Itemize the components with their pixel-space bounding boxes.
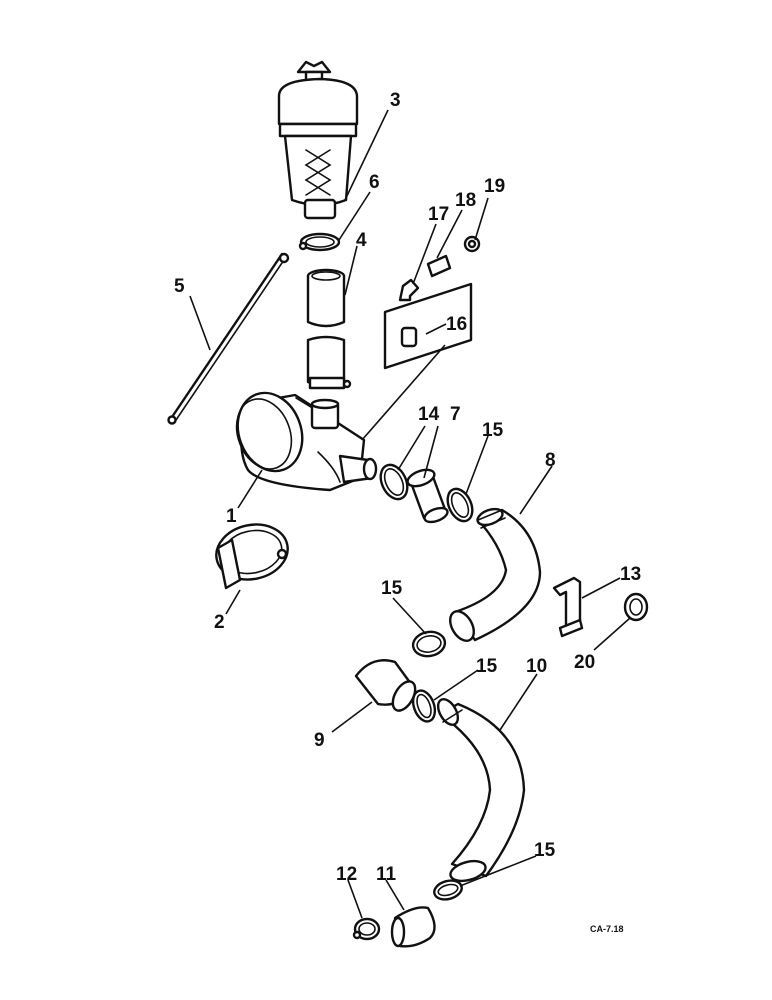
part-6-clamp bbox=[298, 232, 341, 252]
part-3-precleaner bbox=[277, 60, 359, 220]
part-9-short-elbow bbox=[354, 659, 417, 712]
part-4-tube bbox=[306, 268, 352, 390]
callout-8: 8 bbox=[545, 450, 556, 471]
part-5-rod bbox=[167, 252, 290, 425]
part-7-adapter bbox=[406, 468, 449, 524]
part-15-clamp-a bbox=[446, 487, 474, 523]
part-11-small-elbow bbox=[390, 906, 436, 948]
callout-15-b: 15 bbox=[381, 578, 403, 599]
part-10-long-hose bbox=[436, 698, 526, 883]
callout-10: 10 bbox=[526, 656, 547, 677]
part-14-hose-clamp bbox=[379, 463, 409, 501]
part-20-clip bbox=[623, 592, 649, 622]
callout-15-c: 15 bbox=[476, 656, 498, 677]
leader-lines bbox=[189, 109, 631, 919]
callout-17: 17 bbox=[428, 204, 449, 225]
part-13-bracket bbox=[552, 576, 584, 638]
callout-5: 5 bbox=[174, 276, 185, 297]
callout-2: 2 bbox=[214, 612, 225, 633]
part-15-clamp-c bbox=[411, 689, 437, 723]
part-15-clamp-d bbox=[433, 879, 463, 901]
part-8-elbow-hose bbox=[449, 507, 542, 642]
callout-1: 1 bbox=[226, 506, 237, 527]
callout-6: 6 bbox=[369, 172, 380, 193]
part-2-mounting-band bbox=[215, 523, 289, 590]
part-15-clamp-b bbox=[411, 630, 447, 658]
callout-9: 9 bbox=[314, 730, 325, 751]
part-1-air-cleaner-body bbox=[235, 391, 378, 492]
callout-19: 19 bbox=[484, 176, 505, 197]
callout-18: 18 bbox=[455, 190, 476, 211]
callout-labels: 3 6 4 5 17 18 19 16 14 7 15 8 1 2 15 15 … bbox=[174, 90, 641, 934]
callout-16: 16 bbox=[446, 314, 467, 335]
callout-14: 14 bbox=[418, 404, 440, 425]
parts-16-19-fittings bbox=[383, 235, 481, 370]
part-12-clamp bbox=[352, 917, 381, 941]
callout-3: 3 bbox=[390, 90, 401, 111]
callout-12: 12 bbox=[336, 864, 357, 885]
callout-13: 13 bbox=[620, 564, 641, 585]
callout-15-d: 15 bbox=[534, 840, 556, 861]
callout-7: 7 bbox=[450, 404, 461, 425]
callout-15-a: 15 bbox=[482, 420, 504, 441]
reference-code: CA-7.18 bbox=[590, 924, 624, 934]
callout-20: 20 bbox=[574, 652, 595, 673]
callout-4: 4 bbox=[356, 230, 367, 251]
callout-11: 11 bbox=[376, 864, 397, 885]
